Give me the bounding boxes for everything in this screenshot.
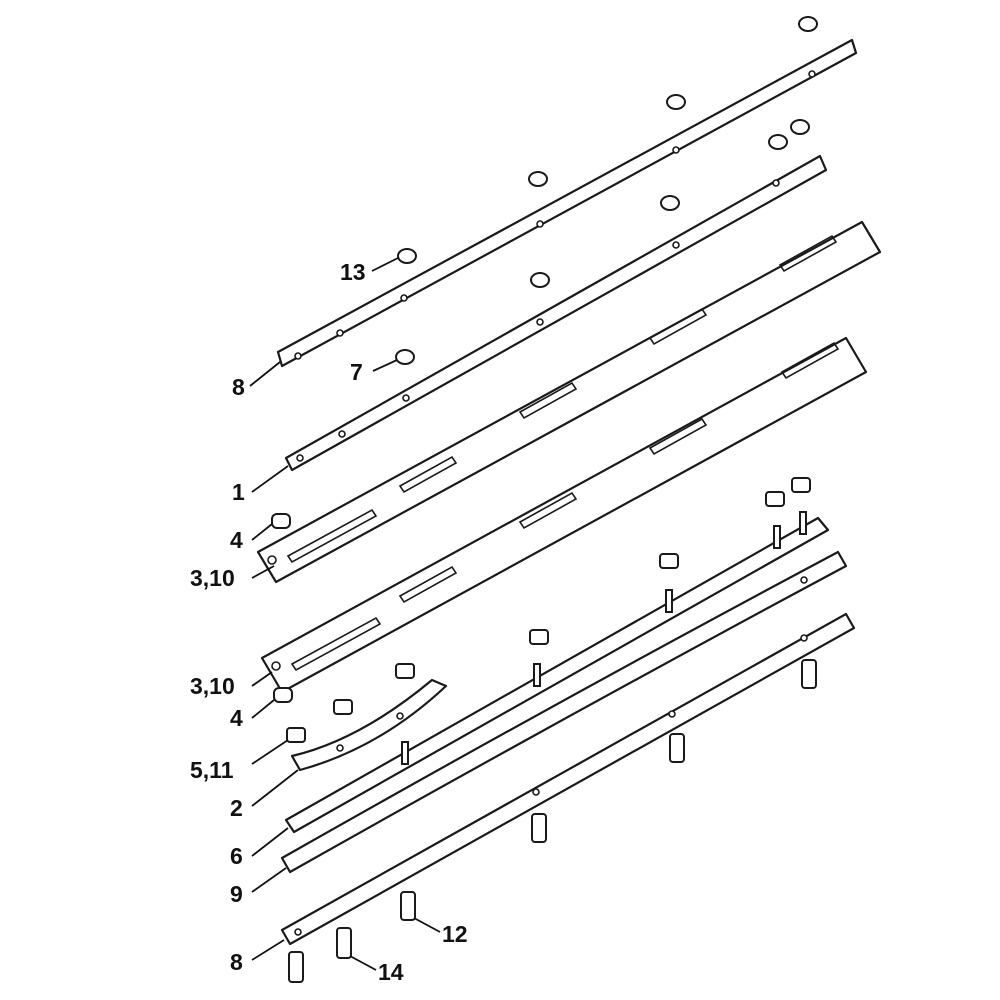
leader-lines [249, 257, 441, 971]
label-12: 12 [442, 921, 468, 947]
label-5-11: 5,11 [190, 757, 234, 783]
part-labels: 13 8 7 1 4 3,10 3,10 4 5,11 2 6 9 8 12 1… [190, 259, 468, 985]
screw-14-icon [288, 927, 352, 983]
spacer-5-11-icon [286, 477, 811, 743]
label-4-top: 4 [230, 527, 243, 553]
nut-13-icon [397, 16, 818, 264]
label-6: 6 [230, 843, 243, 869]
label-8-top: 8 [232, 374, 245, 400]
label-8-bottom: 8 [230, 949, 243, 975]
part-2-curved-plate [290, 678, 448, 772]
label-3-10-top: 3,10 [190, 565, 235, 591]
label-2: 2 [230, 795, 243, 821]
screw-12-icon [400, 659, 817, 921]
part-3-10-upper-cutting-blade [256, 220, 882, 584]
part-3-10-lower-cutting-blade [260, 336, 868, 694]
part-8-upper-guard-plate [276, 38, 858, 368]
part-1-support-rail [284, 154, 828, 472]
label-3-10-bottom: 3,10 [190, 673, 235, 699]
label-14: 14 [378, 959, 404, 985]
label-7: 7 [350, 359, 363, 385]
part-8-lower-guard-plate [280, 612, 856, 946]
spacer-4-icon [271, 513, 293, 703]
part-9-curved-strip [280, 550, 848, 874]
label-9: 9 [230, 881, 243, 907]
label-4-bottom: 4 [230, 705, 243, 731]
stud-pins-icon [401, 511, 807, 765]
label-1: 1 [232, 479, 245, 505]
part-6-housing-strip [284, 516, 830, 834]
label-13: 13 [340, 259, 366, 285]
nut-7-icon [395, 119, 810, 365]
